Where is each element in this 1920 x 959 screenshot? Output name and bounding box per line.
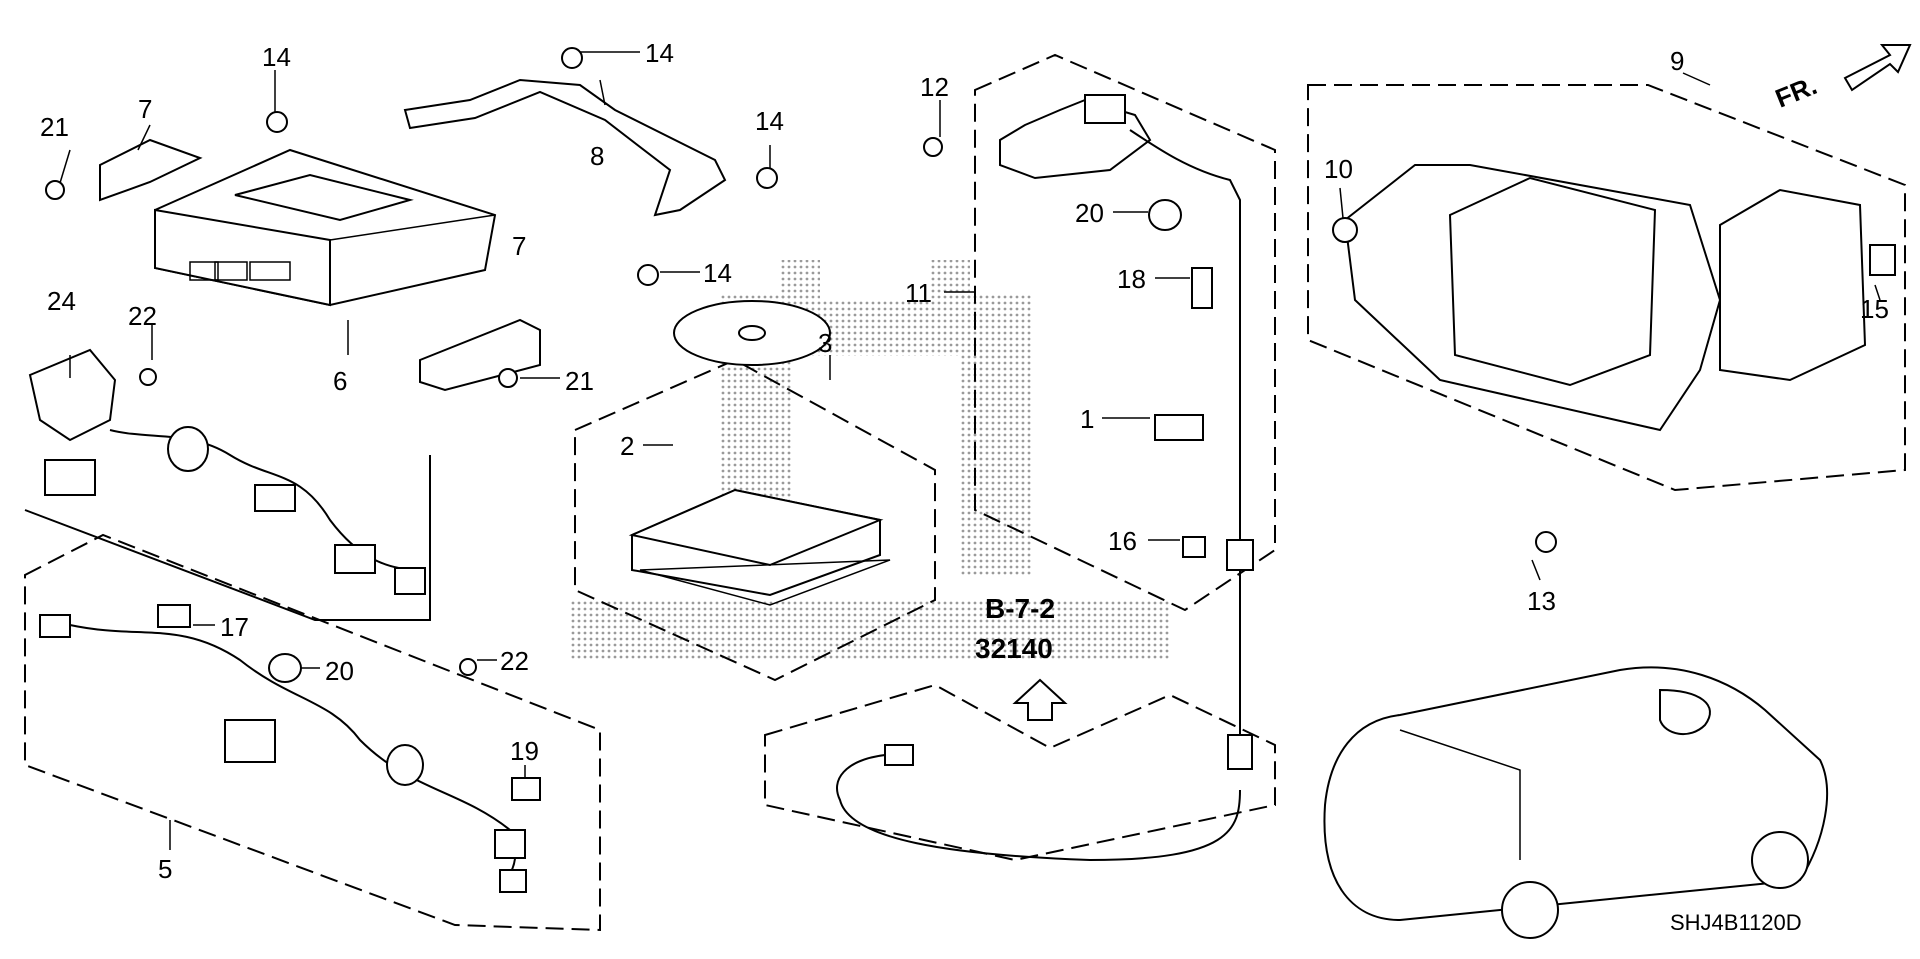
callout-9: 9: [1670, 46, 1684, 76]
callout-2: 2: [620, 431, 634, 461]
callout-24: 24: [47, 286, 76, 316]
callout-21: 21: [565, 366, 594, 396]
callout-11: 11: [905, 278, 932, 308]
leader-lines: [59, 51, 1881, 850]
callout-15: 15: [1860, 294, 1889, 324]
callout-21: 21: [40, 112, 69, 142]
dvd-hole: [738, 325, 766, 341]
callout-14: 14: [703, 258, 732, 288]
screw-10: [1332, 217, 1358, 243]
cable-group-frame: [764, 683, 1276, 862]
gps-antenna: [999, 94, 1254, 571]
direction-label: FR.: [1771, 70, 1821, 114]
vehicle-location-sketch: [1323, 666, 1829, 939]
clip-20-antenna: [1148, 199, 1182, 231]
media-group-frame: [574, 358, 936, 682]
honda-watermark: [570, 260, 1170, 660]
bracket-7-upper: [99, 138, 203, 202]
harness-group-frame: [24, 455, 431, 621]
bracket-7-lower: [419, 318, 541, 392]
dvd-case: [628, 488, 891, 606]
antenna-group-frame: [974, 53, 1276, 612]
reference-label: B-7-2: [985, 593, 1055, 624]
callout-16: 16: [1108, 526, 1137, 556]
clip-18: [1191, 267, 1213, 309]
callout-10: 10: [1324, 154, 1353, 184]
callout-1: 1: [1080, 404, 1094, 434]
callout-19: 19: [510, 736, 539, 766]
clip-20-harness: [268, 653, 302, 683]
clip-16: [1182, 536, 1206, 558]
reference-code: 32140: [975, 633, 1053, 664]
clip-15: [1869, 244, 1896, 276]
callout-8: 8: [590, 141, 604, 171]
clip-17: [157, 604, 191, 628]
clip-1: [1154, 414, 1204, 441]
callout-14: 14: [645, 38, 674, 68]
callout-18: 18: [1117, 264, 1146, 294]
rear-camera-harness: [28, 348, 426, 595]
callout-6: 6: [333, 366, 347, 396]
callout-12: 12: [920, 72, 949, 102]
stay-bar: [403, 78, 727, 217]
callout-labels: 21 7 14 14 8 14 14 7 6 21 22 24 17 20 22…: [40, 38, 1889, 884]
callout-22: 22: [500, 646, 529, 676]
callout-7: 7: [138, 94, 152, 124]
camera-wire-harness: [39, 614, 527, 893]
callout-3: 3: [818, 328, 832, 358]
display-group-frame: [1307, 84, 1906, 492]
callout-13: 13: [1527, 586, 1556, 616]
front-direction-indicator: FR.: [1771, 44, 1912, 114]
callout-14: 14: [262, 42, 291, 72]
callout-20: 20: [1075, 198, 1104, 228]
callout-20: 20: [325, 656, 354, 686]
callout-22: 22: [128, 301, 157, 331]
callout-17: 17: [220, 612, 249, 642]
camera-harness-group-frame: [24, 533, 601, 932]
clip-19: [511, 777, 541, 801]
antenna-extension-cable: [836, 570, 1253, 862]
navigation-display-unit: [1343, 164, 1867, 432]
reference-arrow: [1012, 678, 1068, 721]
callout-14: 14: [755, 106, 784, 136]
drawing-code: SHJ4B1120D: [1670, 910, 1802, 935]
callout-5: 5: [158, 854, 172, 884]
fasteners: [45, 47, 1557, 676]
callout-7: 7: [512, 231, 526, 261]
navigation-unit: [154, 148, 497, 307]
